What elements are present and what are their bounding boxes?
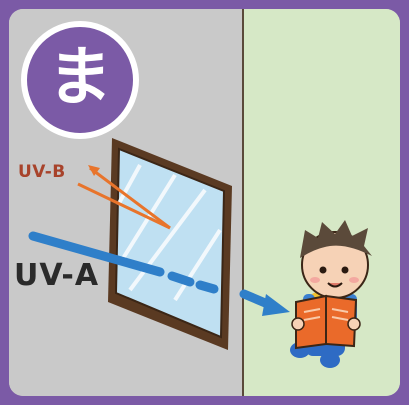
uva-label: UV-A xyxy=(14,258,100,293)
uvb-label: UV-B xyxy=(18,162,66,182)
window-icon xyxy=(108,138,232,350)
book-icon xyxy=(291,294,361,350)
badge-character: ま xyxy=(48,41,112,115)
uvb-ray xyxy=(77,165,171,230)
section-badge: ま xyxy=(21,21,139,139)
uva-ray xyxy=(28,231,290,316)
